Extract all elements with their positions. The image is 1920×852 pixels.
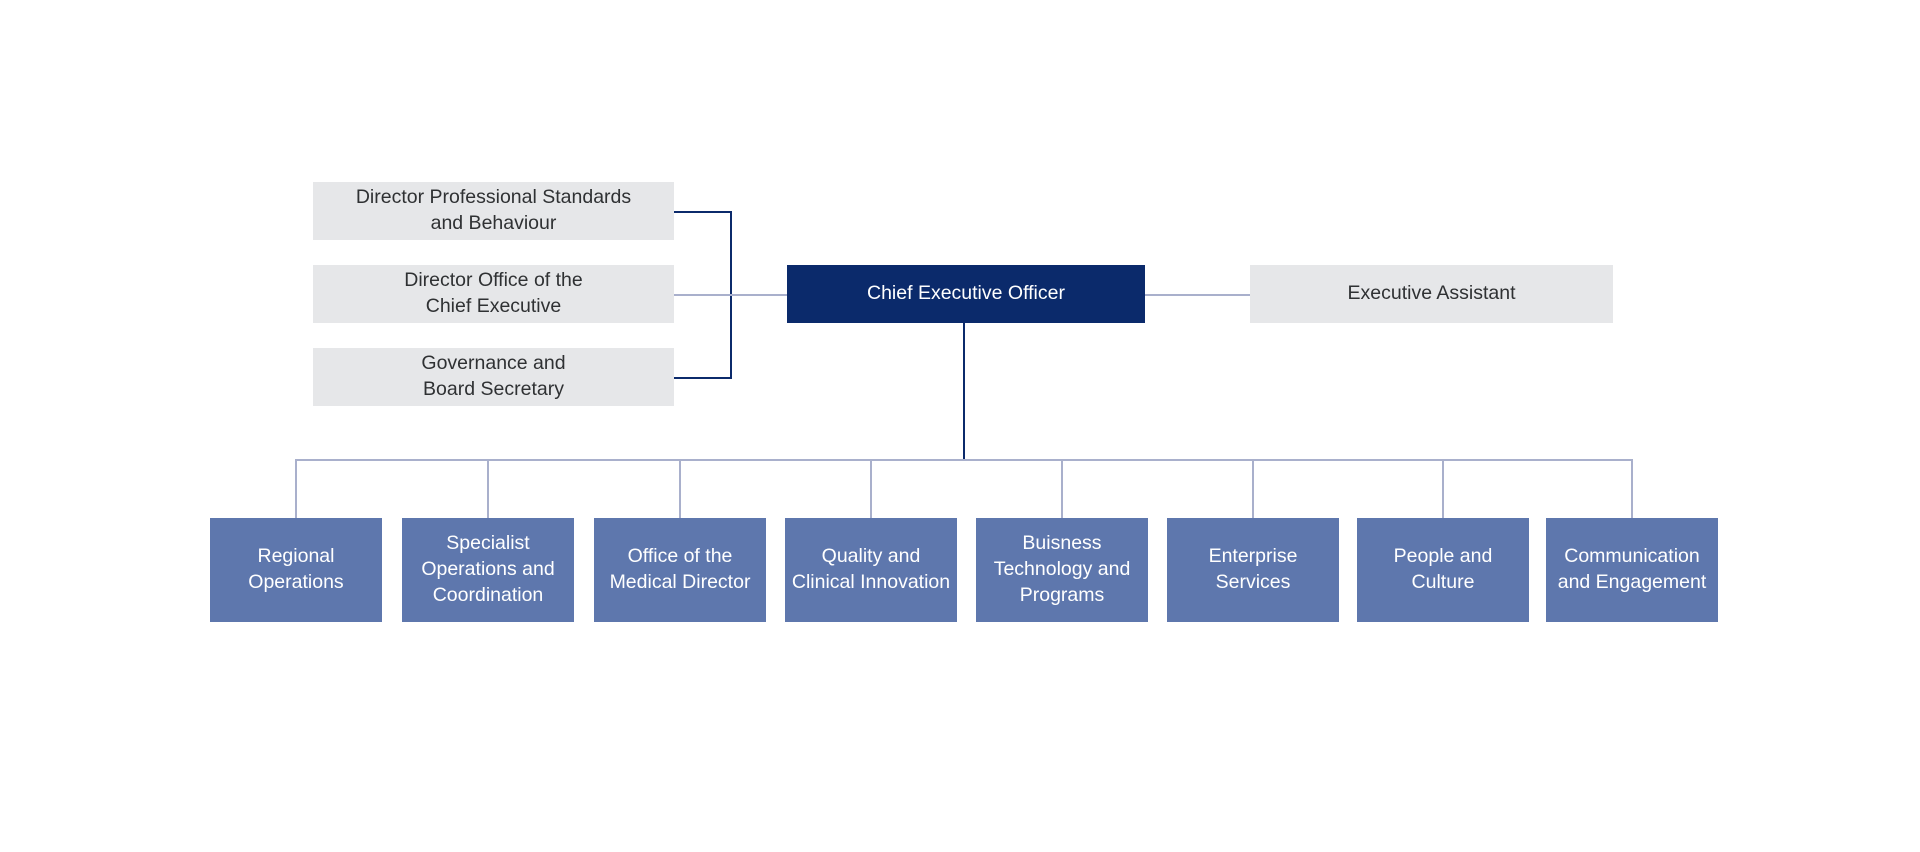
node-enterprise-services[interactable]: Enterprise Services <box>1167 518 1339 622</box>
node-label: Governance and Board Secretary <box>421 352 566 400</box>
node-label: Quality and Clinical Innovation <box>791 545 951 593</box>
node-director-professional-standards[interactable]: Director Professional Standards and Beha… <box>313 182 674 240</box>
node-label: Director Professional Standards and Beha… <box>355 186 632 234</box>
connector-advisory-1-horizontal <box>674 211 732 213</box>
node-label: Communication and Engagement <box>1557 545 1707 593</box>
node-label: Enterprise Services <box>1208 545 1298 593</box>
node-office-of-the-medical-director[interactable]: Office of the Medical Director <box>594 518 766 622</box>
node-communication-and-engagement[interactable]: Communication and Engagement <box>1546 518 1718 622</box>
node-label: Office of the Medical Director <box>609 545 751 593</box>
node-governance-board-secretary[interactable]: Governance and Board Secretary <box>313 348 674 406</box>
node-label: Executive Assistant <box>1347 282 1516 305</box>
node-label: Specialist Operations and Coordination <box>421 532 555 606</box>
node-business-technology-and-programs[interactable]: Buisness Technology and Programs <box>976 518 1148 622</box>
connector-drop-division-3 <box>679 459 681 518</box>
connector-division-bus <box>295 459 1631 461</box>
node-executive-assistant[interactable]: Executive Assistant <box>1250 265 1613 323</box>
node-people-and-culture[interactable]: People and Culture <box>1357 518 1529 622</box>
node-director-office-chief-executive[interactable]: Director Office of the Chief Executive <box>313 265 674 323</box>
connector-advisory-2-horizontal <box>674 294 787 296</box>
node-chief-executive-officer[interactable]: Chief Executive Officer <box>787 265 1145 323</box>
connector-drop-division-2 <box>487 459 489 518</box>
node-regional-operations[interactable]: Regional Operations <box>210 518 382 622</box>
node-label: Regional Operations <box>248 545 344 593</box>
node-quality-and-clinical-innovation[interactable]: Quality and Clinical Innovation <box>785 518 957 622</box>
connector-advisory-3-horizontal <box>674 377 732 379</box>
connector-drop-division-1 <box>295 459 297 518</box>
connector-drop-division-4 <box>870 459 872 518</box>
node-label: Chief Executive Officer <box>867 282 1065 305</box>
connector-drop-division-5 <box>1061 459 1063 518</box>
node-label: Director Office of the Chief Executive <box>404 269 583 317</box>
node-label: Buisness Technology and Programs <box>993 532 1131 606</box>
node-label: People and Culture <box>1393 545 1493 593</box>
connector-drop-division-7 <box>1442 459 1444 518</box>
connector-ceo-descender <box>963 322 965 460</box>
connector-ceo-assistant <box>1145 294 1250 296</box>
connector-drop-division-6 <box>1252 459 1254 518</box>
connector-drop-division-8 <box>1631 459 1633 518</box>
node-specialist-operations-and-coordination[interactable]: Specialist Operations and Coordination <box>402 518 574 622</box>
